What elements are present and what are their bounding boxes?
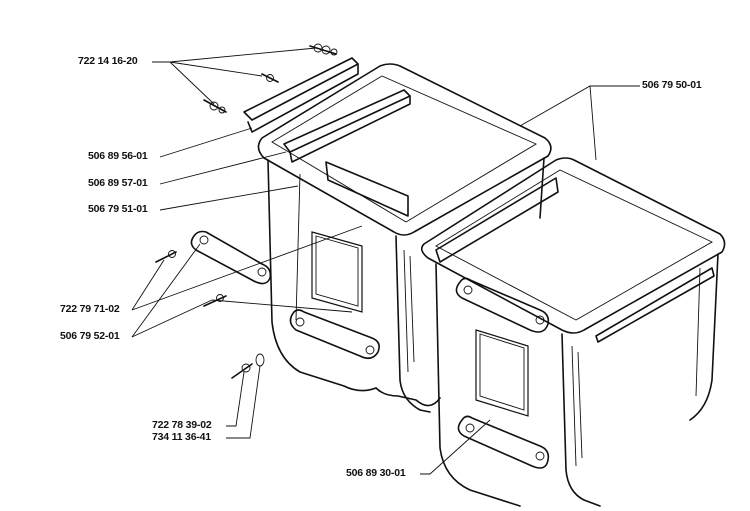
label-rail-front: 506 89 57-01 (88, 177, 148, 189)
label-container-left: 506 79 51-01 (88, 203, 148, 215)
leader-lines (131, 47, 640, 475)
loose-handle (155, 230, 272, 307)
right-container (420, 157, 726, 507)
label-plate: 506 89 30-01 (346, 467, 406, 479)
rail-rear (243, 57, 359, 133)
label-handle: 506 79 52-01 (60, 330, 120, 342)
label-container-set: 506 79 50-01 (642, 79, 702, 91)
label-rail-rear: 506 89 56-01 (88, 150, 148, 162)
label-washer: 734 11 36-41 (152, 431, 211, 443)
label-nut: 722 78 39-02 (152, 419, 212, 431)
left-container (257, 63, 552, 413)
rail-front (283, 89, 411, 217)
bolts-top (203, 43, 338, 114)
label-bolts-top: 722 14 16-20 (78, 55, 138, 67)
label-handle-screw: 722 79 71-02 (60, 303, 120, 315)
